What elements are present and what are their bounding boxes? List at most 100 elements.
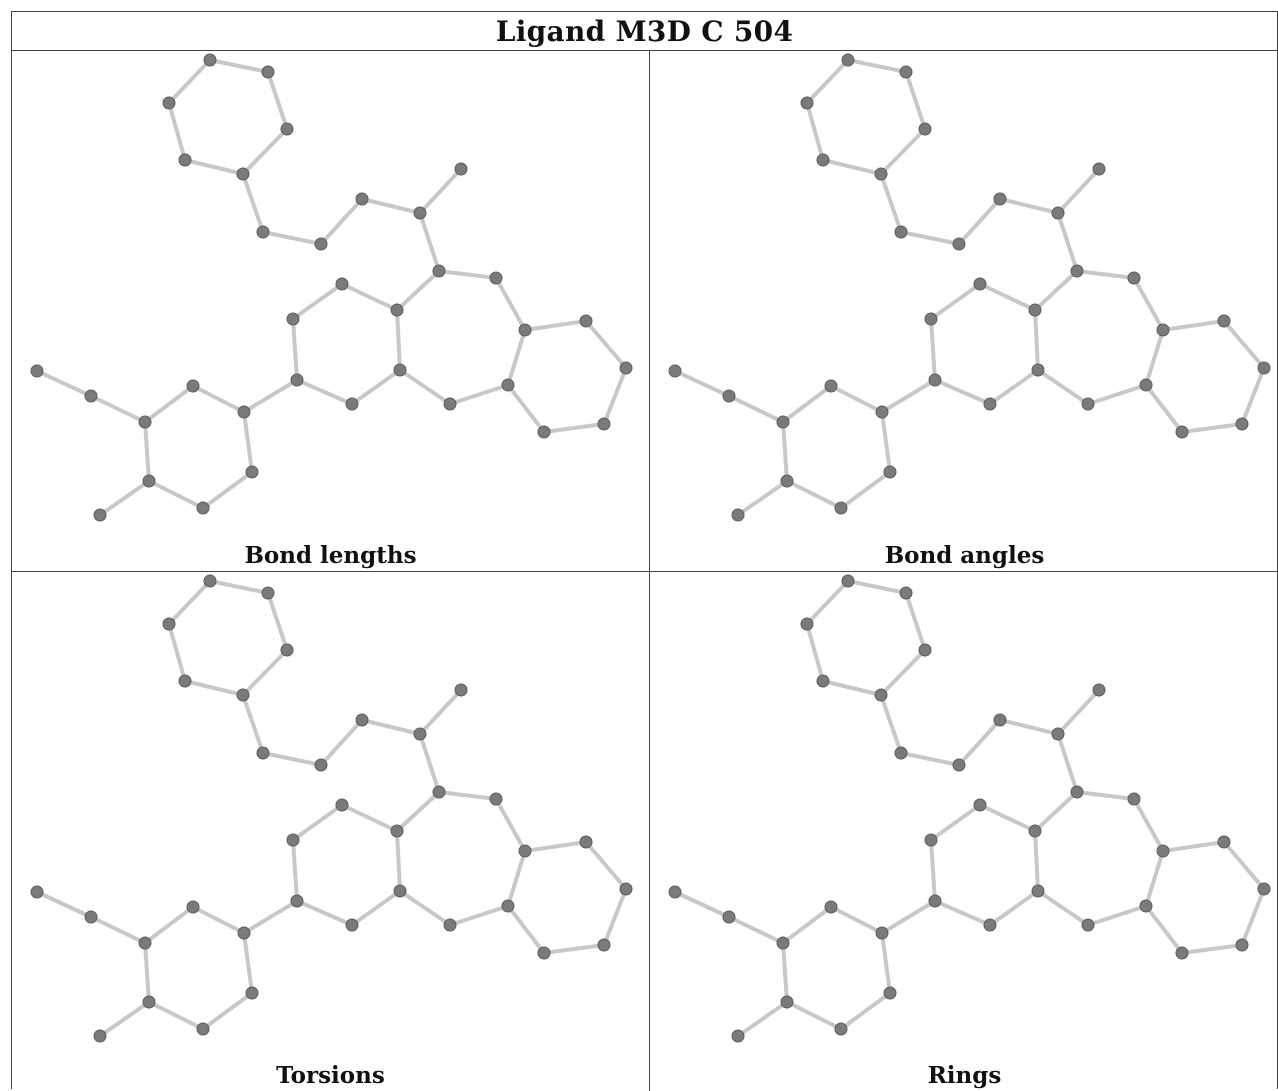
- bond: [506, 904, 546, 955]
- atom: [824, 900, 838, 914]
- bond: [1222, 319, 1266, 370]
- panel-bond-angles: Bond angles: [649, 51, 1278, 571]
- bond: [208, 579, 270, 595]
- atom: [1139, 899, 1153, 913]
- atom: [203, 53, 217, 67]
- bond: [785, 479, 843, 510]
- atom: [875, 405, 889, 419]
- bond: [448, 383, 510, 406]
- bond: [957, 718, 1002, 767]
- bond: [506, 383, 546, 434]
- bond: [506, 328, 527, 387]
- atom: [973, 798, 987, 812]
- atom: [335, 277, 349, 291]
- atom: [186, 900, 200, 914]
- bond: [494, 797, 527, 853]
- atom: [800, 96, 814, 110]
- bond: [929, 803, 982, 842]
- bond: [291, 803, 344, 842]
- atom: [84, 389, 98, 403]
- atom: [1217, 835, 1231, 849]
- bond: [781, 941, 789, 1004]
- atom: [142, 995, 156, 1009]
- bond: [241, 693, 265, 755]
- title-row: Ligand M3D C 504: [12, 12, 1277, 51]
- atom: [894, 225, 908, 239]
- atom: [874, 167, 888, 181]
- atom: [894, 746, 908, 760]
- bond: [395, 308, 402, 372]
- atom: [196, 1022, 210, 1036]
- bond: [673, 369, 731, 398]
- bond: [494, 276, 527, 332]
- atom: [1235, 938, 1249, 952]
- atom: [780, 995, 794, 1009]
- atom: [196, 501, 210, 515]
- bond: [360, 718, 422, 736]
- atom: [142, 474, 156, 488]
- bond: [147, 479, 205, 510]
- atom: [834, 501, 848, 515]
- bond: [880, 931, 892, 995]
- bond: [242, 378, 299, 414]
- atom: [1217, 314, 1231, 328]
- panel-caption: Rings: [927, 1062, 1002, 1089]
- bond: [208, 58, 270, 74]
- bond: [978, 282, 1037, 312]
- atom: [776, 936, 790, 950]
- atom: [1070, 785, 1084, 799]
- atom: [899, 586, 913, 600]
- atom: [237, 405, 251, 419]
- atom: [1092, 162, 1106, 176]
- bond: [998, 197, 1060, 215]
- atom: [668, 885, 682, 899]
- bond: [418, 211, 441, 273]
- atom: [993, 192, 1007, 206]
- atom: [1127, 271, 1141, 285]
- bond: [933, 899, 992, 927]
- bond: [1240, 887, 1266, 947]
- bond: [1056, 211, 1079, 273]
- atom: [800, 617, 814, 631]
- bond: [242, 931, 254, 995]
- bond: [904, 591, 927, 652]
- atom: [993, 713, 1007, 727]
- atom: [1156, 844, 1170, 858]
- atom: [489, 271, 503, 285]
- bond: [395, 829, 402, 893]
- atom: [579, 835, 593, 849]
- bond: [167, 622, 187, 683]
- bond: [191, 384, 246, 414]
- atom: [237, 926, 251, 940]
- atom: [1175, 946, 1189, 960]
- bond: [727, 915, 785, 945]
- atom: [1081, 397, 1095, 411]
- bond: [673, 890, 731, 919]
- atom: [579, 314, 593, 328]
- bond: [880, 378, 937, 414]
- atom: [619, 361, 633, 375]
- atom: [875, 926, 889, 940]
- bond: [398, 889, 452, 927]
- bond: [1036, 889, 1090, 927]
- bond: [1033, 269, 1079, 312]
- bond: [1036, 368, 1090, 406]
- atom: [841, 53, 855, 67]
- bond: [899, 751, 961, 767]
- atom: [731, 1029, 745, 1043]
- bond: [201, 991, 254, 1031]
- bond: [1222, 840, 1266, 891]
- atom: [280, 122, 294, 136]
- bond: [319, 197, 364, 246]
- molecule-diagram: [30, 574, 633, 1043]
- atom: [245, 465, 259, 479]
- atom: [280, 643, 294, 657]
- atom: [518, 323, 532, 337]
- bond: [437, 790, 498, 801]
- bond: [1033, 790, 1079, 833]
- bond: [1132, 276, 1165, 332]
- bond: [879, 127, 927, 176]
- panel-bond-lengths: Bond lengths: [12, 51, 649, 571]
- atom: [1081, 918, 1095, 932]
- atom: [186, 379, 200, 393]
